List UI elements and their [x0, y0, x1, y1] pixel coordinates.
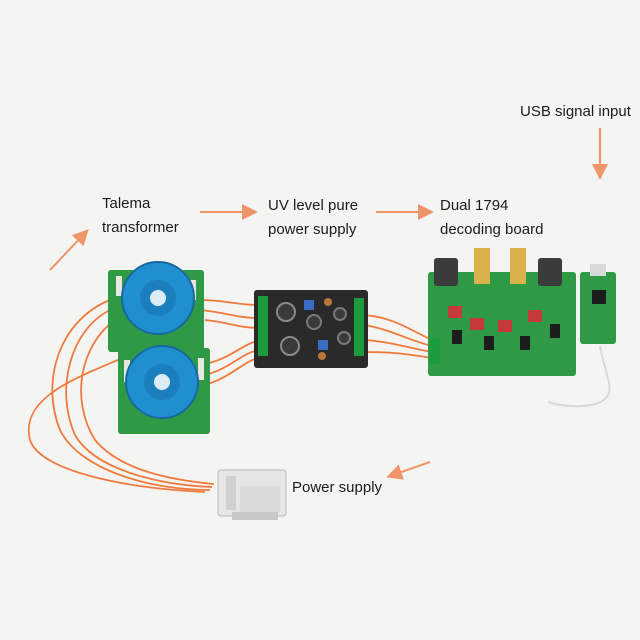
label-decoder: Dual 1794 decoding board	[440, 194, 543, 242]
mains-inlet	[217, 469, 287, 520]
arrows	[49, 128, 608, 480]
transformer-board-bottom	[118, 345, 210, 434]
label-decoder-line2: decoding board	[440, 221, 544, 238]
wires	[27, 299, 433, 493]
decoding-board	[428, 248, 576, 376]
usb-board	[547, 264, 616, 408]
power-supply-board	[254, 290, 368, 368]
arrow-to-transformer	[49, 229, 89, 271]
label-transformer-line2: transformer	[102, 219, 179, 236]
label-power-supply-board: UV level pure power supply	[268, 194, 358, 242]
label-power-supply-line1: UV level pure	[268, 197, 359, 214]
arrow-power-supply-left	[386, 461, 431, 480]
label-transformer: Talema transformer	[102, 192, 179, 240]
label-decoder-line1: Dual 1794	[440, 197, 509, 214]
label-mains-power-supply: Power supply	[292, 479, 383, 496]
label-transformer-line1: Talema	[102, 195, 151, 212]
transformer-board-top	[108, 261, 204, 352]
label-power-supply-line2: power supply	[268, 221, 357, 238]
label-usb-signal-input: USB signal input	[520, 103, 631, 120]
